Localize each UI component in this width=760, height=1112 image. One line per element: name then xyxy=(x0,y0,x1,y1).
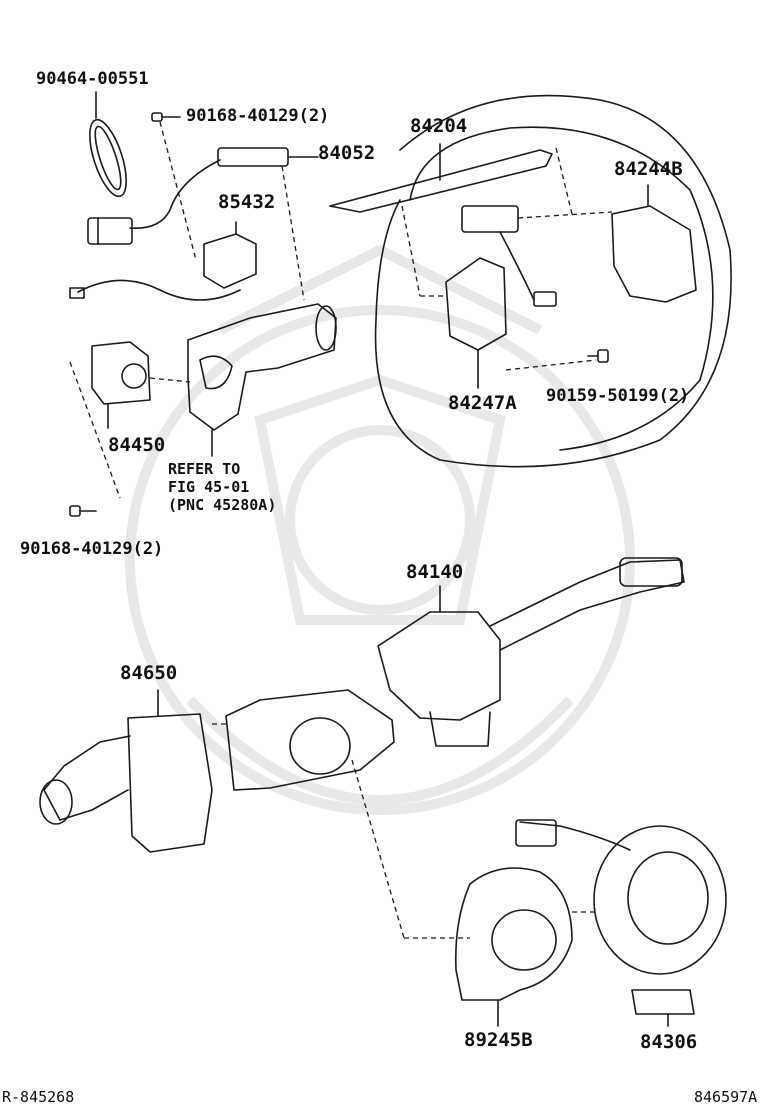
part-89245B-spiral-cable xyxy=(454,867,573,1027)
label-84140: 84140 xyxy=(406,561,464,583)
column-switch-body xyxy=(187,303,337,457)
label-84306: 84306 xyxy=(640,1031,698,1053)
label-89245B: 89245B xyxy=(464,1029,533,1051)
part-84140-lever-switch xyxy=(377,557,685,747)
part-84650-lever-switch xyxy=(39,689,213,853)
part-84204-strip xyxy=(329,143,553,213)
label-90464-00551: 90464-00551 xyxy=(36,69,149,89)
refer-line-1: REFER TO xyxy=(168,460,241,478)
label-90168-40129-top: 90168-40129(2) xyxy=(186,106,330,126)
part-84244B-cover xyxy=(611,184,697,303)
refer-line-3: (PNC 45280A) xyxy=(168,496,277,514)
dashed-guide-lines xyxy=(69,121,613,939)
part-84450-switch xyxy=(91,341,151,429)
part-screw-90168-bottom xyxy=(69,505,97,517)
part-84052-harness xyxy=(69,147,319,301)
label-84244B: 84244B xyxy=(614,158,683,180)
label-84052: 84052 xyxy=(318,142,376,164)
label-85432: 85432 xyxy=(218,191,276,213)
steering-wheel-outline xyxy=(374,94,732,468)
label-84247A: 84247A xyxy=(448,392,517,414)
refer-line-2: FIG 45-01 xyxy=(168,478,250,496)
watermark-emblem xyxy=(125,244,635,815)
part-screw-90159 xyxy=(587,349,609,363)
label-90168-40129-bottom: 90168-40129(2) xyxy=(20,539,164,559)
part-84247A-switch xyxy=(445,205,557,389)
footer-left-code: R-845268 xyxy=(2,1088,75,1106)
label-84204: 84204 xyxy=(410,115,468,137)
part-screw-90168-top xyxy=(151,112,181,122)
label-90159-50199: 90159-50199(2) xyxy=(546,386,690,406)
part-84306-spiral-cable xyxy=(515,819,727,1027)
refer-note: REFER TO FIG 45-01 (PNC 45280A) xyxy=(168,460,276,514)
footer-right-code: 846597A xyxy=(694,1088,758,1106)
part-85432-module xyxy=(203,221,257,289)
part-90464-clip xyxy=(89,91,127,198)
label-84650: 84650 xyxy=(120,662,178,684)
label-84450: 84450 xyxy=(108,434,166,456)
center-housing xyxy=(225,689,395,791)
